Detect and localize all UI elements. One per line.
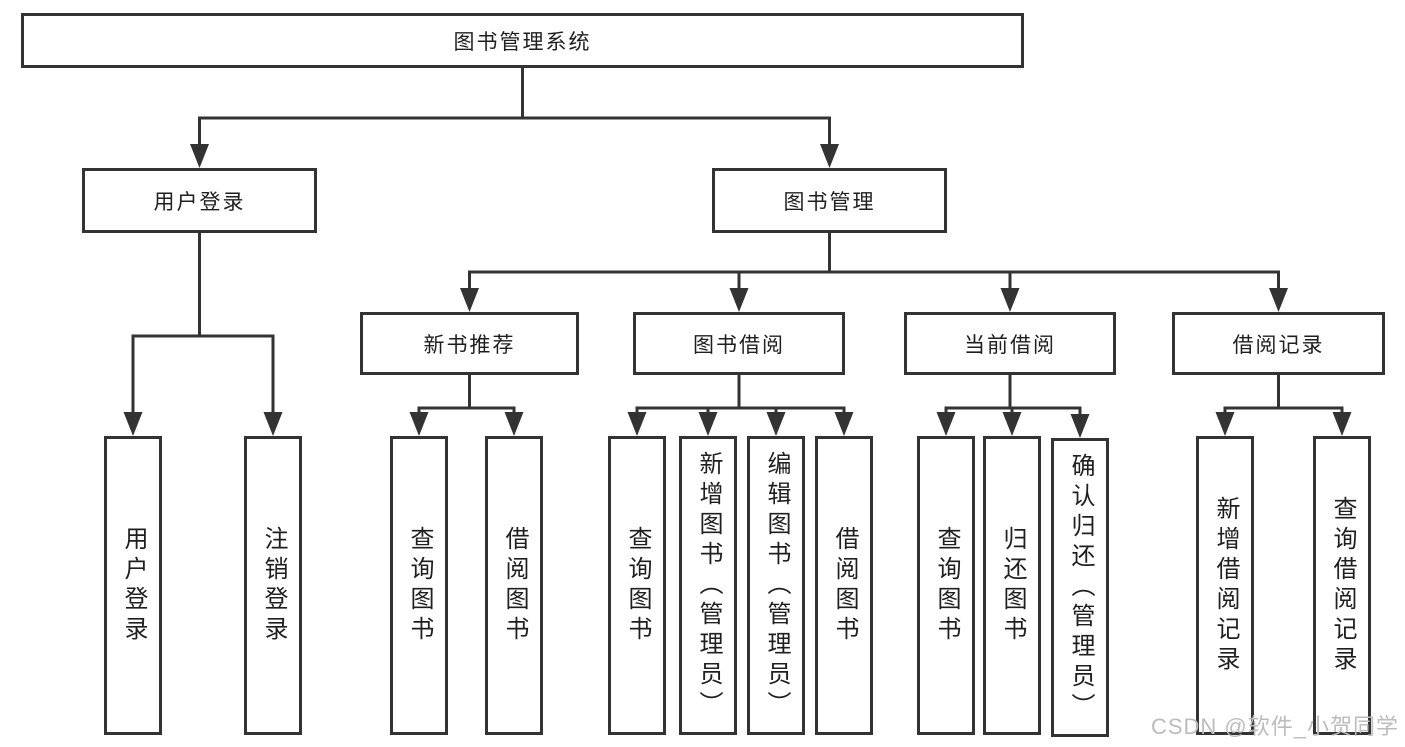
leaf-newbook-query-books: 查询图书 — [390, 436, 448, 735]
leaf-records-add-record: 新增借阅记录 — [1196, 436, 1254, 735]
leaf-current-query-books: 查询图书 — [917, 436, 975, 735]
leaf-borrow-query-books: 查询图书 — [608, 436, 666, 735]
leaf-current-confirm-return-admin: 确认归还（管理员） — [1051, 438, 1109, 737]
leaf-borrow-edit-books-admin: 编辑图书（管理员） — [747, 436, 805, 735]
node-user-login: 用户登录 — [82, 168, 317, 233]
node-new-book-recommend: 新书推荐 — [360, 312, 579, 375]
leaf-logout: 注销登录 — [244, 436, 302, 735]
node-book-borrowing: 图书借阅 — [633, 312, 845, 375]
leaf-user-login: 用户登录 — [104, 436, 162, 735]
node-current-borrowing: 当前借阅 — [904, 312, 1116, 375]
leaf-current-return-books: 归还图书 — [983, 436, 1041, 735]
leaf-borrow-add-books-admin: 新增图书（管理员） — [679, 436, 737, 735]
leaf-newbook-borrow-books: 借阅图书 — [485, 436, 543, 735]
leaf-borrow-borrow-books: 借阅图书 — [815, 436, 873, 735]
node-book-management: 图书管理 — [712, 168, 947, 233]
node-borrowing-records: 借阅记录 — [1172, 312, 1385, 375]
csdn-watermark: CSDN @软件_小贺同学 — [1150, 714, 1399, 739]
node-root: 图书管理系统 — [21, 13, 1024, 68]
leaf-records-query-record: 查询借阅记录 — [1313, 436, 1371, 735]
